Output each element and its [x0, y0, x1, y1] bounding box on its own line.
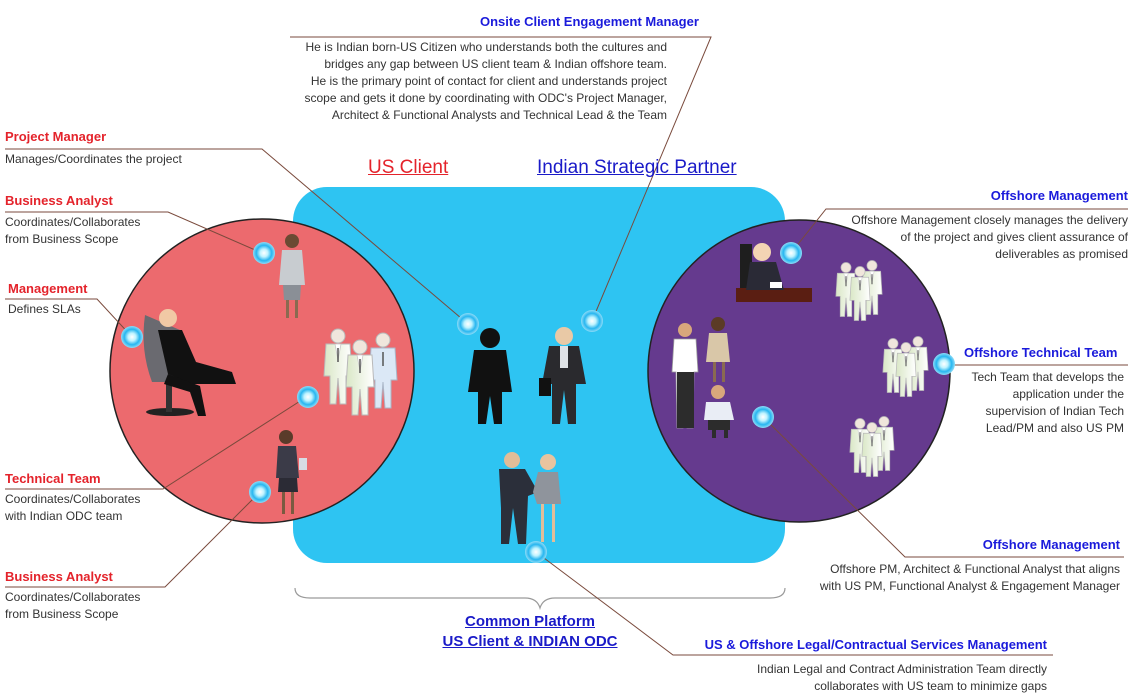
offshore-technical-team-line: Lead/PM and also US PM	[985, 421, 1124, 435]
onsite-manager-line: scope and gets it done by coordinating w…	[304, 91, 668, 105]
platform-brace	[294, 587, 786, 611]
offshore-management-bottom-line: with US PM, Functional Analyst & Engagem…	[819, 579, 1120, 593]
project-manager-line: Manages/Coordinates the project	[5, 152, 182, 166]
offshore-management-bottom-title: Offshore Management	[982, 537, 1120, 552]
legal-services-title: US & Offshore Legal/Contractual Services…	[704, 637, 1047, 652]
business-analyst-bottom-description: Coordinates/Collaborates from Business S…	[5, 589, 140, 623]
offshore-management-top-line: of the project and gives client assuranc…	[900, 230, 1128, 244]
us-client-header: US Client	[368, 157, 449, 178]
offshore-technical-team-title: Offshore Technical Team	[964, 345, 1118, 360]
technical-team-line: with Indian ODC team	[5, 509, 123, 523]
indian-partner-header: Indian Strategic Partner	[537, 157, 737, 178]
management-description: Defines SLAs	[8, 301, 81, 318]
offshore-technical-team-line: supervision of Indian Tech	[985, 404, 1124, 418]
india-desk-executive-figure	[736, 243, 812, 302]
business-analyst-bottom-title: Business Analyst	[5, 569, 113, 584]
legal-services-line: Indian Legal and Contract Administration…	[757, 662, 1047, 676]
common-platform-area	[293, 187, 785, 563]
common-platform-line2: US Client & INDIAN ODC	[442, 633, 618, 650]
center-partner-briefcase-figure	[539, 327, 586, 424]
onsite-manager-line: Architect & Functional Analysts and Tech…	[331, 108, 667, 122]
us-technical-woman-figure	[276, 430, 307, 514]
offshore-technical-team-line: application under the	[1012, 387, 1124, 401]
project-manager-description: Manages/Coordinates the project	[5, 151, 182, 168]
india-developer-figures	[671, 317, 734, 438]
offshore-management-top-title: Offshore Management	[990, 188, 1128, 203]
business-analyst-bottom-line: Coordinates/Collaborates	[5, 590, 141, 604]
business-analyst-top-title: Business Analyst	[5, 193, 113, 208]
common-platform-line1: Common Platform	[464, 613, 595, 630]
onsite-manager-title: Onsite Client Engagement Manager	[480, 14, 699, 29]
us-client-circle	[109, 218, 415, 524]
business-analyst-top-line: Coordinates/Collaborates	[5, 215, 141, 229]
center-onsite-silhouette	[468, 328, 512, 424]
us-business-analyst-figure	[279, 234, 305, 318]
technical-team-line: Coordinates/Collaborates	[5, 492, 141, 506]
offshore-management-top-line: Offshore Management closely manages the …	[851, 213, 1128, 227]
india-team-ghosts-mid	[883, 336, 928, 396]
business-analyst-top-description: Coordinates/Collaborates from Business S…	[5, 214, 140, 248]
common-platform-label: Common Platform US Client & INDIAN ODC	[430, 612, 630, 652]
us-management-chair-figure	[143, 309, 236, 416]
technical-team-title: Technical Team	[5, 471, 101, 486]
onsite-manager-line: He is Indian born-US Citizen who underst…	[305, 40, 667, 54]
technical-team-description: Coordinates/Collaborates with Indian ODC…	[5, 491, 140, 525]
offshore-management-top-line: deliverables as promised	[995, 247, 1128, 261]
business-analyst-bottom-line: from Business Scope	[5, 607, 119, 621]
onsite-manager-line: He is the primary point of contact for c…	[310, 74, 667, 88]
offshore-management-top-description: Offshore Management closely manages the …	[851, 212, 1128, 263]
hotspots	[121, 242, 955, 563]
legal-services-line: collaborates with US team to minimize ga…	[814, 679, 1047, 693]
offshore-technical-team-line: Tech Team that develops the	[971, 370, 1124, 384]
management-line: Defines SLAs	[8, 302, 81, 316]
project-manager-title: Project Manager	[5, 129, 107, 144]
legal-services-description: Indian Legal and Contract Administration…	[757, 661, 1047, 695]
onsite-manager-line: bridges any gap between US client team &…	[324, 57, 667, 71]
india-team-ghosts-top	[836, 260, 882, 320]
management-title: Management	[8, 281, 88, 296]
center-handshake-figures	[499, 452, 561, 544]
offshore-management-bottom-line: Offshore PM, Architect & Functional Anal…	[830, 562, 1120, 576]
leader-lines	[5, 36, 1128, 656]
onsite-manager-description: He is Indian born-US Citizen who underst…	[305, 39, 668, 124]
business-analyst-top-line: from Business Scope	[5, 232, 119, 246]
offshore-management-bottom-description: Offshore PM, Architect & Functional Anal…	[820, 561, 1120, 595]
offshore-technical-team-description: Tech Team that develops the application …	[971, 369, 1124, 437]
